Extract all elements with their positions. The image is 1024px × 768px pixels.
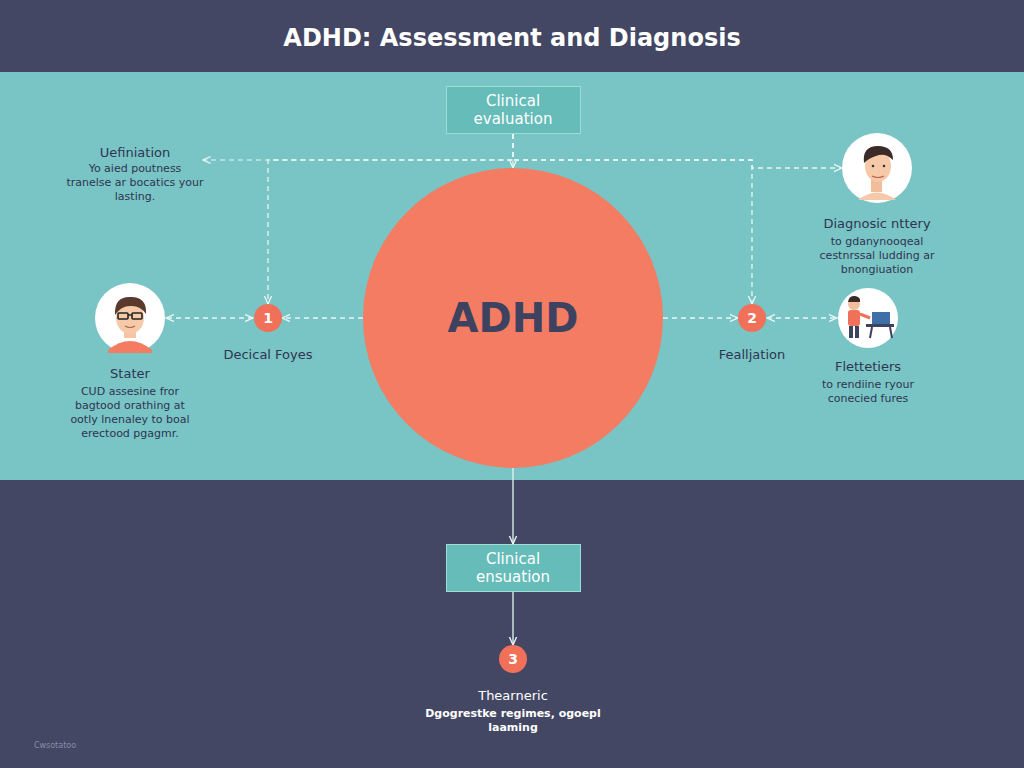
node-heading: Thearneric <box>418 687 608 704</box>
callout-number: 2 <box>747 310 757 326</box>
step-circle: 2Fealljation <box>738 304 766 332</box>
node-heading: Flettetiers <box>803 358 933 375</box>
node-heading: Stater <box>68 365 193 382</box>
node-description: CUD assesine fror bagtood orathing at oo… <box>68 385 193 441</box>
avatar-illustration <box>838 288 898 348</box>
node-caption: Decical Foyes <box>203 346 333 366</box>
node-caption: ThearnericDgogrestke regimes, ogoepl laa… <box>418 687 608 735</box>
avatar-node: Flettetiersto rendiine ryour conecied fu… <box>838 288 898 348</box>
node-description: to gdanynooqeal cestnrssal ludding ar bn… <box>807 235 947 277</box>
annotation-text: Uefiniation <box>65 144 205 161</box>
connector-arrow <box>166 317 253 318</box>
process-box: Clinical evaluation <box>446 86 581 134</box>
connector-arrow <box>512 134 513 168</box>
node-label: Clinical ensuation <box>455 550 572 586</box>
node-label: Clinical evaluation <box>455 92 572 128</box>
watermark: Cwsotatoo <box>20 741 90 751</box>
avatar-node: StaterCUD assesine fror bagtood orathing… <box>95 283 165 353</box>
connector-arrow <box>512 468 513 544</box>
node-heading: Fealljation <box>687 346 817 363</box>
node-label: ADHD <box>448 295 579 341</box>
connector-arrow <box>513 134 842 168</box>
node-heading: Decical Foyes <box>203 346 333 363</box>
annotation-text: Yo aied poutness tranelse ar bocatics yo… <box>65 162 205 204</box>
step-circle: 1Decical Foyes <box>254 304 282 332</box>
process-box: Clinical ensuation <box>446 544 581 592</box>
connector-arrow <box>282 317 363 318</box>
node-description: to rendiine ryour conecied fures <box>803 378 933 406</box>
node-caption: StaterCUD assesine fror bagtood orathing… <box>68 365 193 441</box>
callout-number: 3 <box>508 651 518 667</box>
connector-arrow <box>663 317 738 318</box>
central-circle: ADHD <box>363 168 663 468</box>
node-description: Dgogrestke regimes, ogoepl laaming <box>418 707 608 735</box>
callout-number: 1 <box>263 310 273 326</box>
connector-arrow <box>512 592 513 645</box>
node-caption: Diagnosic nttery to gdanynooqeal cestnrss… <box>807 215 947 277</box>
diagram-title: ADHD: Assessment and Diagnosis <box>0 24 1024 52</box>
teal-band <box>0 72 1024 480</box>
avatar-illustration <box>95 283 165 353</box>
avatar-illustration <box>842 133 912 203</box>
connector-arrow <box>767 317 837 318</box>
node-caption: Flettetiers to rendiine ryour conecied fu… <box>803 358 933 406</box>
node-heading: Diagnosic nttery <box>807 215 947 232</box>
node-caption: Fealljation <box>687 346 817 366</box>
step-circle: 3ThearnericDgogrestke regimes, ogoepl la… <box>499 645 527 673</box>
avatar-node: Diagnosic ntteryto gdanynooqeal cestnrss… <box>842 133 912 203</box>
